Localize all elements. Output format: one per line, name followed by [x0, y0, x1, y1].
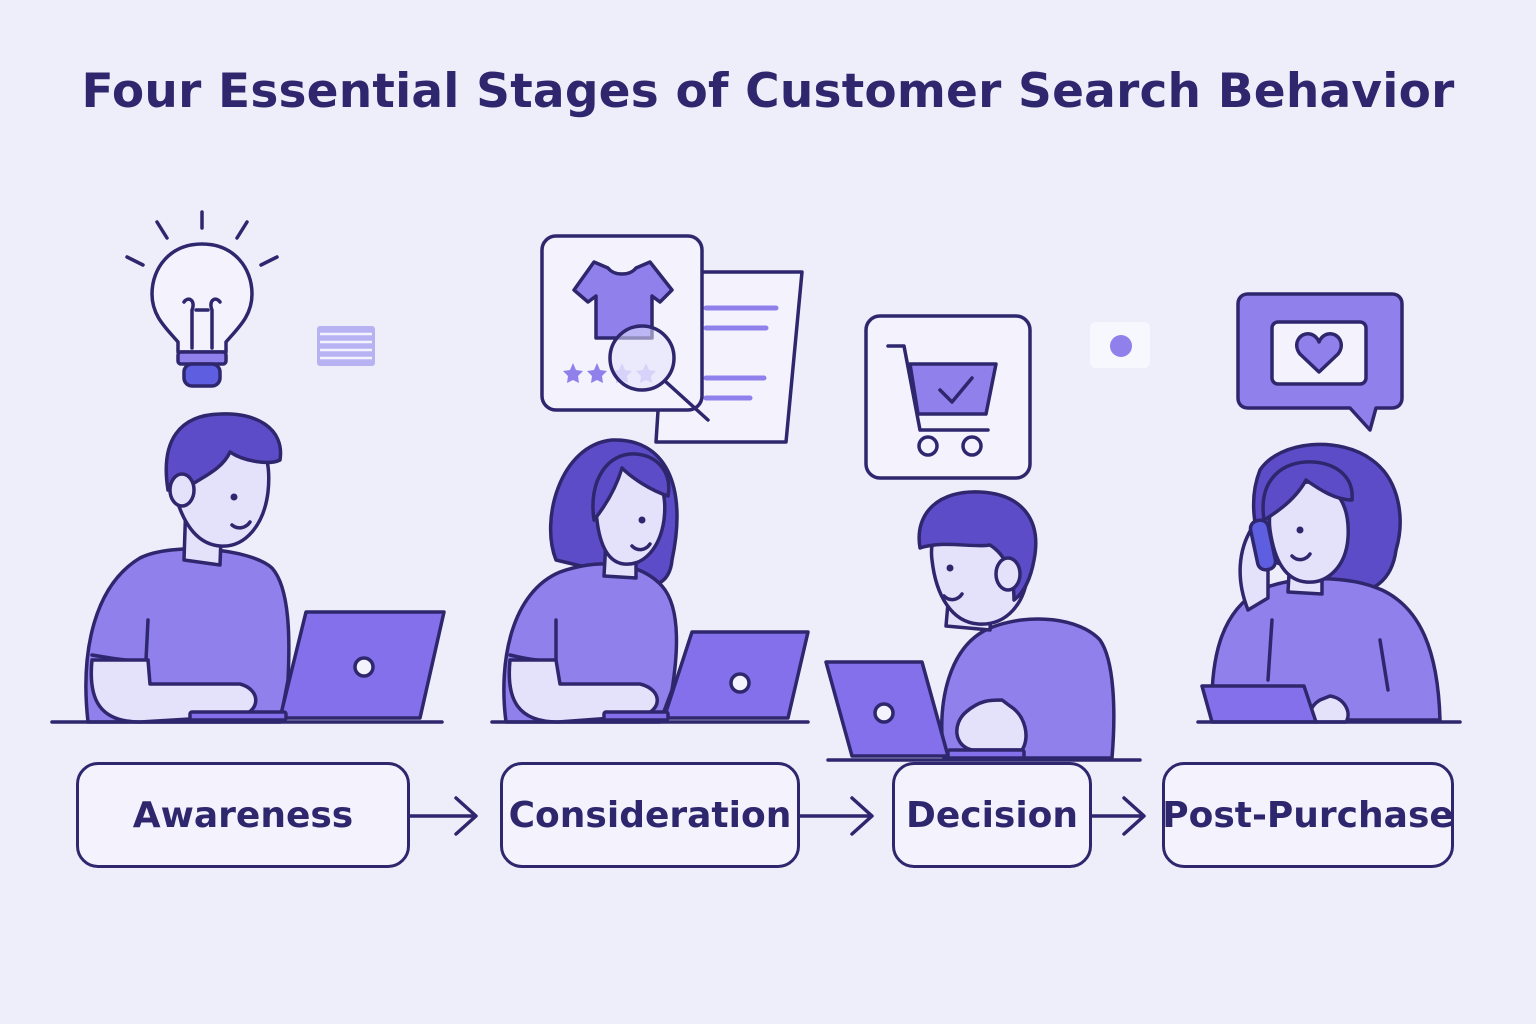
laptop-awareness: [188, 610, 446, 722]
arrow-icon: [408, 796, 478, 836]
laptop-consideration: [602, 630, 810, 722]
person-awareness: [84, 412, 291, 724]
flag-icon: [317, 326, 375, 366]
shopping-cart-check-icon: [864, 314, 1032, 480]
stage-awareness: Awareness: [76, 762, 410, 868]
page-title: Four Essential Stages of Customer Search…: [81, 64, 1455, 119]
lightbulb-icon: [125, 210, 279, 388]
person-consideration: [502, 438, 679, 724]
stage-label: Awareness: [132, 794, 354, 836]
dot-icon: [1090, 322, 1150, 368]
person-post-purchase: [1210, 442, 1442, 724]
product-search-icon: [540, 234, 710, 422]
stage-decision: Decision: [892, 762, 1092, 868]
laptop-decision: [824, 660, 1026, 760]
arrow-icon: [798, 796, 874, 836]
stage-label: Consideration: [508, 794, 792, 836]
heart-message-icon: [1236, 292, 1404, 432]
stage-label: Decision: [905, 794, 1079, 836]
stage-label: Post-Purchase: [1162, 794, 1454, 836]
person-decision: [917, 490, 1116, 760]
stage-post-purchase: Post-Purchase: [1162, 762, 1454, 868]
laptop-post-purchase: [1200, 684, 1318, 724]
stage-consideration: Consideration: [500, 762, 800, 868]
arrow-icon: [1090, 796, 1146, 836]
